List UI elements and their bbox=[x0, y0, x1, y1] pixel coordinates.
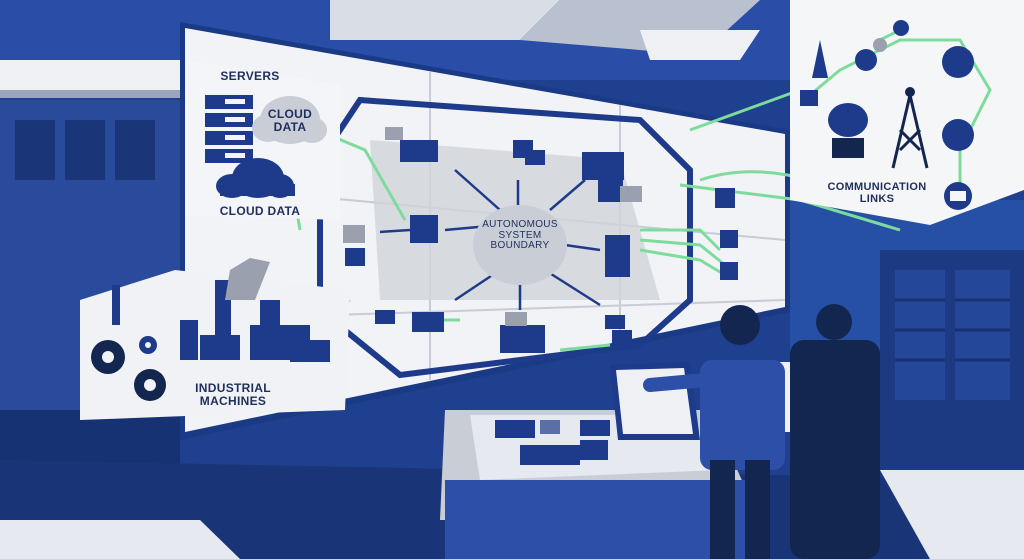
antenna-icon bbox=[812, 40, 828, 78]
radio-tower-icon bbox=[891, 94, 929, 169]
cloud-data-label: CLOUD DATA bbox=[219, 204, 301, 218]
plug-icon bbox=[944, 182, 972, 210]
satellite-dish-icon bbox=[828, 103, 868, 158]
supervisor-figure bbox=[790, 304, 880, 559]
cloud-data-bubble-label: CLOUD DATA bbox=[267, 107, 313, 134]
autonomous-boundary-label: AUTONOMOUS SYSTEM BOUNDARY bbox=[482, 219, 558, 251]
gear-icon bbox=[91, 336, 166, 401]
cloud-icon bbox=[252, 96, 327, 144]
operator-figure bbox=[643, 305, 785, 559]
factory-icon bbox=[112, 280, 330, 362]
communication-links-label: COMMUNICATION LINKS bbox=[827, 181, 927, 205]
servers-label: SERVERS bbox=[220, 69, 280, 83]
fiber-cable-icon bbox=[942, 46, 974, 151]
industrial-machines-label: INDUSTRIAL MACHINES bbox=[195, 381, 271, 408]
